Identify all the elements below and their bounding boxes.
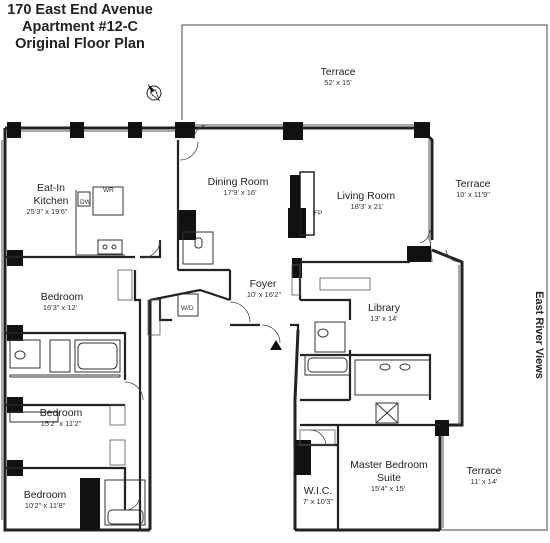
header-address: 170 East End Avenue	[7, 2, 153, 18]
kitchen-label-2: Kitchen	[33, 195, 68, 207]
kitchen-island	[92, 186, 124, 216]
east-wall	[431, 248, 464, 530]
bedroom2-dim: 15'2" x 11'2"	[41, 419, 82, 428]
master-label-2: Suite	[377, 472, 401, 484]
wic-label: W.I.C.	[304, 485, 333, 497]
wr-label: WR	[103, 187, 114, 194]
north-wall	[3, 128, 150, 532]
south-wall-c	[293, 329, 300, 530]
wd-label: W/D	[181, 305, 194, 312]
terrace-east-label: Terrace	[455, 178, 490, 190]
wic-dim: 7' x 10'3"	[303, 497, 333, 506]
terrace-east-dim: 10' x 11'9"	[456, 190, 490, 199]
foyer-label: Foyer	[250, 278, 277, 290]
kitchen-dim: 25'3" x 19'6"	[26, 207, 67, 216]
terrace-outlines	[181, 24, 548, 531]
kitchen-counters	[75, 186, 125, 256]
closets	[109, 264, 371, 466]
living-dim: 18'3' x 21'	[350, 202, 384, 211]
door-swings	[124, 124, 461, 511]
terrace-main-dim: 52' x 15'	[324, 78, 352, 87]
bedroom3-label: Bedroom	[24, 489, 67, 501]
windows	[1, 124, 460, 528]
terrace-south-dim: 11' x 14'	[471, 477, 498, 486]
master-label-1: Master Bedroom	[350, 459, 428, 471]
kitchen-label-1: Eat-In	[37, 182, 65, 194]
foyer-dim: 10' x 16'2"	[247, 290, 282, 299]
east-river-views-label: East River Views	[533, 291, 545, 379]
plan-header: 170 East End Avenue Apartment #12-C Orig…	[0, 2, 160, 53]
library-dim: 13' x 14'	[370, 314, 398, 323]
dining-label: Dining Room	[208, 176, 269, 188]
living-label: Living Room	[337, 190, 396, 202]
bedroom2-label: Bedroom	[40, 407, 83, 419]
master-dim: 15'4" x 15'	[371, 484, 406, 493]
terrace-south-label: Terrace	[466, 465, 501, 477]
terrace-main-label: Terrace	[320, 66, 355, 78]
bathrooms	[9, 231, 431, 526]
header-apartment: Apartment #12-C	[21, 19, 139, 35]
interior-walls	[5, 140, 440, 530]
terrace-main-outline	[181, 24, 548, 531]
library-label: Library	[368, 302, 401, 314]
bedroom1-dim: 16'3" x 12'	[43, 303, 78, 312]
fp-label: FP	[314, 210, 322, 217]
header-subtitle: Original Floor Plan	[15, 36, 145, 52]
bedroom1-label: Bedroom	[41, 291, 84, 303]
entry-arrow-icon	[270, 340, 282, 350]
compass-icon	[146, 83, 162, 102]
dining-dim: 17'9' x 16'	[223, 188, 257, 197]
bedroom3-dim: 10'2" x 11'8"	[25, 501, 66, 510]
dw-label: DW	[80, 199, 92, 206]
